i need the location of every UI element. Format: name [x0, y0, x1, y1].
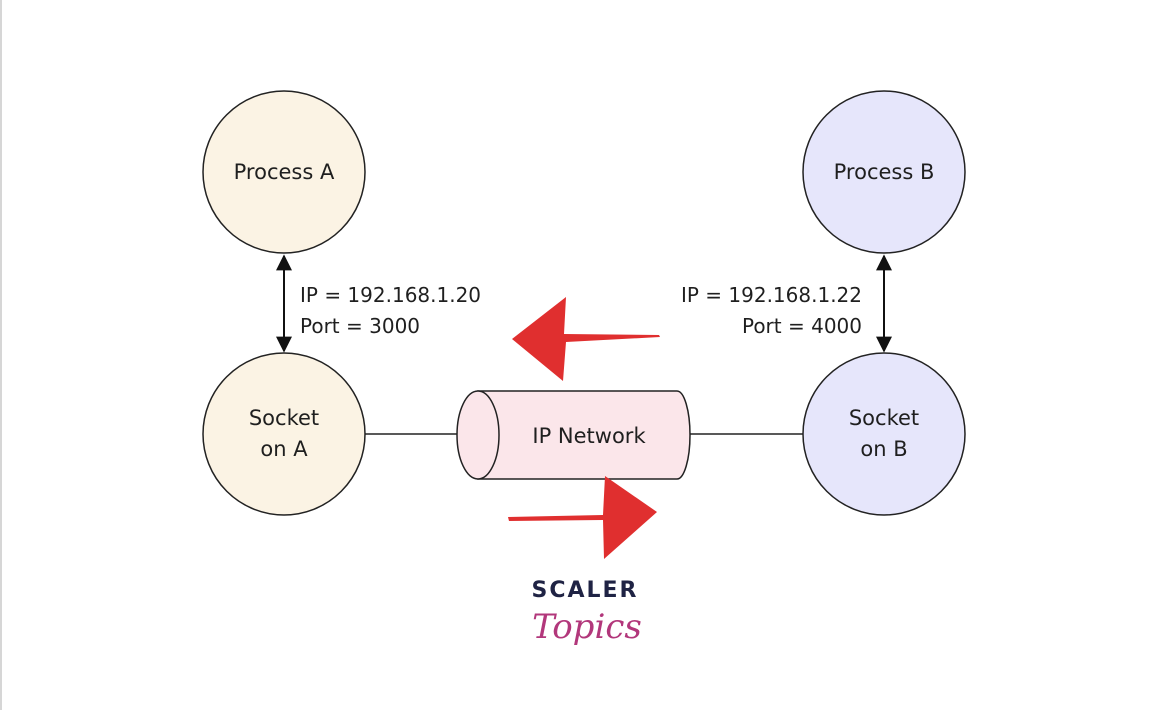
- socket-b-ip-text: IP = 192.168.1.22: [681, 283, 862, 307]
- socket-a-node: Socket on A: [202, 352, 366, 516]
- brand-bottom-text: Topics: [532, 607, 642, 647]
- ip-network-cylinder: IP Network: [456, 390, 691, 480]
- process-a-circle: [202, 90, 366, 254]
- network-end-cap: [456, 390, 500, 480]
- process-b-circle: [802, 90, 966, 254]
- process-b-label: Process B: [834, 160, 935, 184]
- process-a-label: Process A: [234, 160, 335, 184]
- network-body: [477, 390, 691, 480]
- socket-b-label-line1: Socket: [849, 406, 919, 430]
- socket-b-circle: [802, 352, 966, 516]
- socket-a-ip-text: IP = 192.168.1.20: [300, 283, 481, 307]
- arrow-right-icon: [508, 476, 657, 559]
- page-left-border: [0, 0, 2, 710]
- socket-b-node: Socket on B: [802, 352, 966, 516]
- process-a-node: Process A: [202, 90, 366, 254]
- socket-a-label-line2: on A: [260, 437, 308, 461]
- process-b-node: Process B: [802, 90, 966, 254]
- brand-top-text: SCALER: [531, 578, 638, 603]
- socket-a-label-line1: Socket: [249, 406, 319, 430]
- socket-b-label-line2: on B: [860, 437, 907, 461]
- arrow-left-icon: [512, 297, 660, 381]
- socket-a-port-text: Port = 3000: [300, 314, 420, 338]
- socket-b-port-text: Port = 4000: [742, 314, 862, 338]
- ip-network-label: IP Network: [532, 424, 646, 448]
- socket-a-circle: [202, 352, 366, 516]
- scaler-topics-logo: SCALER Topics: [531, 578, 641, 647]
